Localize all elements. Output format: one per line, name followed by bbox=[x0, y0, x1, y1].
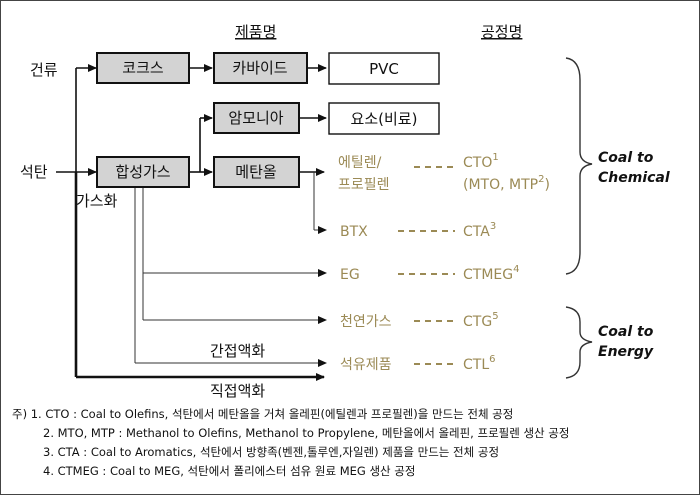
product-natural-gas: 천연가스 bbox=[340, 314, 392, 330]
product-btx: BTX bbox=[340, 224, 368, 240]
box-urea: 요소(비료) bbox=[328, 102, 440, 135]
box-pvc: PVC bbox=[328, 52, 440, 85]
label-direct-liquefaction: 직접액화 bbox=[210, 382, 265, 400]
brace-energy bbox=[565, 306, 593, 379]
category-energy-line1: Coal to bbox=[598, 324, 654, 340]
box-pvc-label: PVC bbox=[369, 60, 399, 78]
category-chemical-line2: Chemical bbox=[598, 170, 670, 186]
dashed-links bbox=[398, 166, 455, 365]
connector-lines bbox=[56, 64, 327, 381]
process-ctg: CTG5 bbox=[463, 311, 499, 330]
product-eg: EG bbox=[340, 267, 360, 283]
box-carbide: 카바이드 bbox=[213, 52, 308, 84]
product-ethylene-line2: 프로필렌 bbox=[338, 177, 390, 193]
box-methanol: 메탄올 bbox=[213, 156, 300, 188]
brace-chemical bbox=[565, 57, 593, 275]
box-syngas-label: 합성가스 bbox=[115, 163, 170, 181]
footnote-3: 3. CTA : Coal to Aromatics, 석탄에서 방향족(벤젠,… bbox=[43, 445, 500, 459]
box-ammonia: 암모니아 bbox=[213, 102, 300, 134]
box-carbide-label: 카바이드 bbox=[232, 59, 287, 77]
header-product: 제품명 bbox=[235, 23, 276, 41]
label-dry-distillation: 건류 bbox=[30, 61, 58, 79]
label-coal: 석탄 bbox=[20, 163, 48, 181]
coal-process-diagram: 제품명 공정명 석탄 건류 가스화 간접액화 직접액화 bbox=[20, 23, 670, 400]
box-ammonia-label: 암모니아 bbox=[228, 109, 283, 127]
category-energy-line2: Energy bbox=[598, 344, 654, 360]
label-indirect-liquefaction: 간접액화 bbox=[210, 342, 265, 360]
product-petroleum: 석유제품 bbox=[340, 357, 392, 373]
label-gasification: 가스화 bbox=[76, 192, 118, 210]
footnote-2: 2. MTO, MTP : Methanol to Olefins, Metha… bbox=[43, 426, 570, 440]
box-coke: 코크스 bbox=[96, 52, 190, 84]
process-mto-mtp: (MTO, MTP2) bbox=[463, 174, 550, 193]
process-ctmeg: CTMEG4 bbox=[463, 264, 519, 283]
process-ctl: CTL6 bbox=[463, 354, 496, 373]
box-urea-label: 요소(비료) bbox=[351, 110, 418, 128]
header-process: 공정명 bbox=[481, 23, 522, 41]
product-ethylene-line1: 에틸렌/ bbox=[338, 155, 382, 171]
category-chemical-line1: Coal to bbox=[598, 150, 654, 166]
box-coke-label: 코크스 bbox=[122, 59, 164, 77]
footnote-1: 주) 1. CTO : Coal to Olefins, 석탄에서 메탄올을 거… bbox=[12, 407, 514, 421]
footnotes: 주) 1. CTO : Coal to Olefins, 석탄에서 메탄올을 거… bbox=[12, 405, 692, 481]
process-cta: CTA3 bbox=[463, 221, 496, 240]
footnote-4: 4. CTMEG : Coal to MEG, 석탄에서 폴리에스터 섬유 원료… bbox=[43, 464, 416, 478]
box-methanol-label: 메탄올 bbox=[235, 163, 276, 181]
box-syngas: 합성가스 bbox=[96, 156, 190, 188]
process-cto: CTO1 bbox=[463, 152, 499, 171]
